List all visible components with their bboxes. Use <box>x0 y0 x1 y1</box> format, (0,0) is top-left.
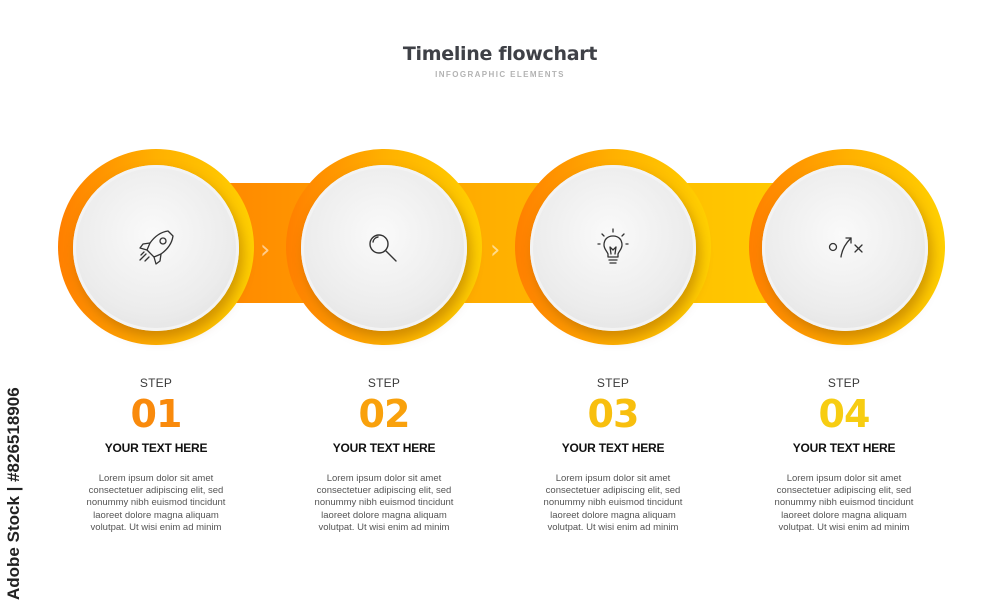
step-description: Lorem ipsum dolor sit amet consectetuer … <box>314 473 454 533</box>
step-number: 02 <box>358 392 411 436</box>
magnifier-icon <box>369 234 397 262</box>
step-heading: YOUR TEXT HERE <box>104 441 208 455</box>
stock-credit-text: Adobe Stock | #826518906 <box>4 387 23 600</box>
step-number: 04 <box>818 392 871 436</box>
strategy-icon <box>828 237 863 258</box>
step-3-disc <box>530 165 696 331</box>
page-subtitle: INFOGRAPHIC ELEMENTS <box>435 70 565 79</box>
step-4-disc <box>762 165 928 331</box>
step-number: 01 <box>130 392 183 436</box>
chevron-right-icon: › <box>490 235 501 265</box>
step-heading: YOUR TEXT HERE <box>561 441 665 455</box>
step-1-disc <box>73 165 239 331</box>
step-label: STEP <box>827 376 861 390</box>
step-description: Lorem ipsum dolor sit amet consectetuer … <box>86 473 226 533</box>
page-title: Timeline flowchart <box>402 43 598 65</box>
lightbulb-icon <box>597 228 629 264</box>
step-3: STEP 03 YOUR TEXT HERE Lorem ipsum dolor… <box>513 376 713 534</box>
step-2-disc <box>301 165 467 331</box>
step-description: Lorem ipsum dolor sit amet consectetuer … <box>543 473 683 533</box>
step-heading: YOUR TEXT HERE <box>792 441 896 455</box>
step-label: STEP <box>367 376 401 390</box>
step-1: STEP 01 YOUR TEXT HERE Lorem ipsum dolor… <box>56 376 256 534</box>
step-number: 03 <box>587 392 640 436</box>
stock-credit: Adobe Stock | #826518906 <box>4 375 26 600</box>
step-heading: YOUR TEXT HERE <box>332 441 436 455</box>
band-connector <box>150 183 850 303</box>
step-description: Lorem ipsum dolor sit amet consectetuer … <box>774 473 914 533</box>
chevron-right-icon: › <box>260 235 271 265</box>
rocket-icon <box>139 230 174 265</box>
step-label: STEP <box>139 376 173 390</box>
step-2: STEP 02 YOUR TEXT HERE Lorem ipsum dolor… <box>284 376 484 534</box>
step-label: STEP <box>596 376 630 390</box>
step-4: STEP 04 YOUR TEXT HERE Lorem ipsum dolor… <box>744 376 944 534</box>
